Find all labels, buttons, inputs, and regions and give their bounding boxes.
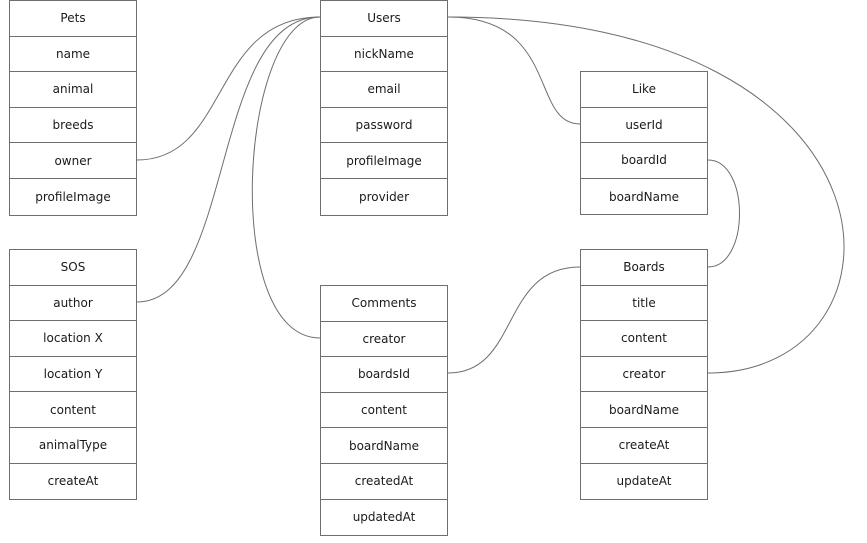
field-breeds: breeds (10, 108, 136, 144)
entity-like: Like userId boardId boardName (580, 71, 708, 216)
field-board-name: boardName (608, 189, 680, 204)
field-create-at: createAt (47, 474, 99, 489)
field-email: email (321, 72, 447, 108)
field-password: password (321, 108, 447, 144)
entity-comments: Comments creator boardsId content boardN… (320, 285, 448, 537)
relation-like-userid-to-users (447, 16, 581, 125)
field-board-name: boardName (581, 392, 707, 428)
relation-pets-owner-to-users (136, 16, 321, 161)
relation-sos-author-to-users (136, 16, 321, 303)
field-board-id: boardId (581, 143, 707, 179)
field-provider: provider (359, 189, 409, 204)
field-author: author (10, 286, 136, 322)
entity-title: Users (321, 1, 447, 37)
field-title: title (581, 286, 707, 322)
field-location-y: location Y (10, 357, 136, 393)
relation-comments-boardsid-to-boards (447, 266, 581, 374)
entity-title: Boards (581, 250, 707, 286)
relation-comments-creator-to-users (251, 16, 321, 339)
entity-title: Comments (321, 286, 447, 322)
field-content: content (10, 392, 136, 428)
field-created-at: createdAt (321, 464, 447, 500)
field-boards-id: boardsId (321, 357, 447, 393)
field-owner: owner (10, 143, 136, 179)
field-name: name (10, 37, 136, 73)
field-location-x: location X (10, 321, 136, 357)
entity-title: Pets (10, 1, 136, 37)
field-nickname: nickName (321, 37, 447, 73)
field-updated-at: updatedAt (352, 510, 416, 525)
field-profile-image: profileImage (321, 143, 447, 179)
field-board-name: boardName (321, 428, 447, 464)
field-content: content (321, 393, 447, 429)
relation-like-boardid-to-boards (707, 159, 740, 268)
field-update-at: updateAt (616, 474, 672, 489)
entity-title: Like (581, 72, 707, 108)
entity-users: Users nickName email password profileIma… (320, 0, 448, 216)
field-profile-image: profileImage (35, 189, 111, 204)
entity-boards: Boards title content creator boardName c… (580, 249, 708, 501)
entity-pets: Pets name animal breeds owner profileIma… (9, 0, 137, 216)
field-content: content (581, 321, 707, 357)
field-creator: creator (321, 322, 447, 358)
field-user-id: userId (581, 108, 707, 144)
field-animal-type: animalType (10, 428, 136, 464)
field-creator: creator (581, 357, 707, 393)
entity-sos: SOS author location X location Y content… (9, 249, 137, 501)
entity-title: SOS (10, 250, 136, 286)
field-create-at: createAt (581, 428, 707, 464)
field-animal: animal (10, 72, 136, 108)
